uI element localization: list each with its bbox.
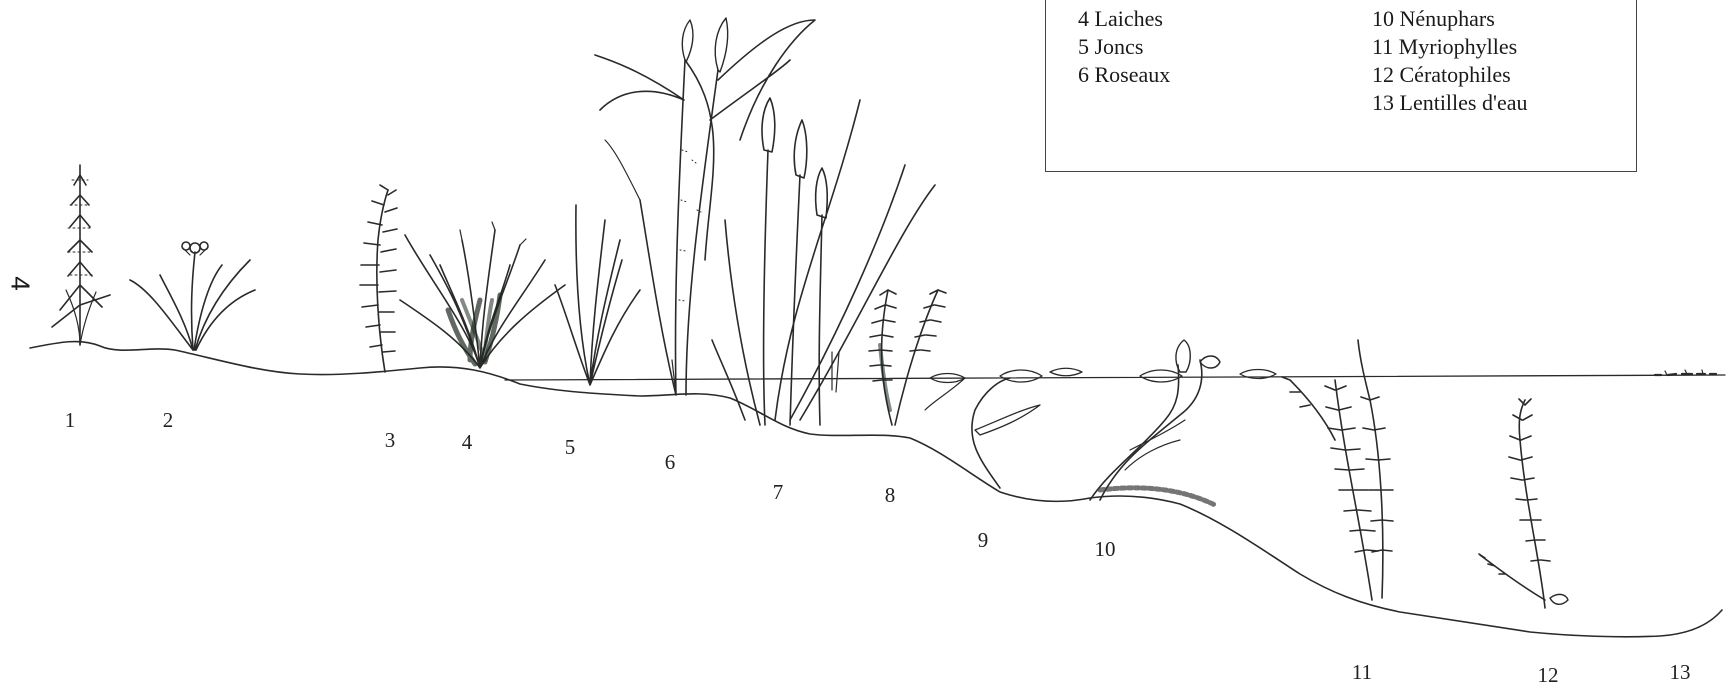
zone-number-12: 12 — [1538, 663, 1559, 688]
zone-number-10: 10 — [1095, 537, 1116, 562]
plant-10 — [1090, 340, 1276, 505]
legend-right-column: 10 Nénuphars 11 Myriophylles 12 Cératoph… — [1372, 5, 1527, 117]
plant-6 — [595, 18, 815, 395]
legend-item-nenuphars: 10 Nénuphars — [1372, 5, 1527, 33]
plant-2 — [130, 242, 255, 350]
zone-number-7: 7 — [773, 480, 784, 505]
page-number: 4 — [5, 276, 36, 290]
duckweed-plant — [1655, 370, 1716, 375]
plant-11 — [1282, 340, 1393, 600]
legend-item-laiches: 4 Laiches — [1078, 5, 1170, 33]
plant-1 — [52, 165, 110, 345]
plant-5 — [555, 205, 640, 385]
zone-number-9: 9 — [978, 528, 989, 553]
zone-number-5: 5 — [565, 435, 576, 460]
zone-number-11: 11 — [1352, 660, 1372, 685]
plant-4 — [400, 222, 565, 368]
zone-number-8: 8 — [885, 483, 896, 508]
water-surface-line — [505, 375, 1725, 380]
plant-9 — [925, 368, 1082, 488]
legend-item-lentilles: 13 Lentilles d'eau — [1372, 89, 1527, 117]
legend-left-column: 4 Laiches 5 Joncs 6 Roseaux — [1078, 5, 1170, 89]
zone-number-3: 3 — [385, 428, 396, 453]
zone-number-1: 1 — [65, 408, 76, 433]
ground-profile — [30, 342, 1722, 637]
legend-item-roseaux: 6 Roseaux — [1078, 61, 1170, 89]
plant-7 — [712, 98, 935, 425]
plant-12 — [1479, 399, 1568, 608]
legend-box: 4 Laiches 5 Joncs 6 Roseaux 10 Nénuphars… — [1045, 0, 1637, 172]
zone-number-2: 2 — [163, 408, 174, 433]
legend-item-ceratophiles: 12 Cératophiles — [1372, 61, 1527, 89]
zone-number-13: 13 — [1670, 660, 1691, 685]
legend-item-joncs: 5 Joncs — [1078, 33, 1170, 61]
plant-8 — [869, 290, 946, 425]
zone-number-4: 4 — [462, 430, 473, 455]
legend-item-myriophylles: 11 Myriophylles — [1372, 33, 1527, 61]
zone-number-6: 6 — [665, 450, 676, 475]
plant-3 — [360, 185, 397, 372]
